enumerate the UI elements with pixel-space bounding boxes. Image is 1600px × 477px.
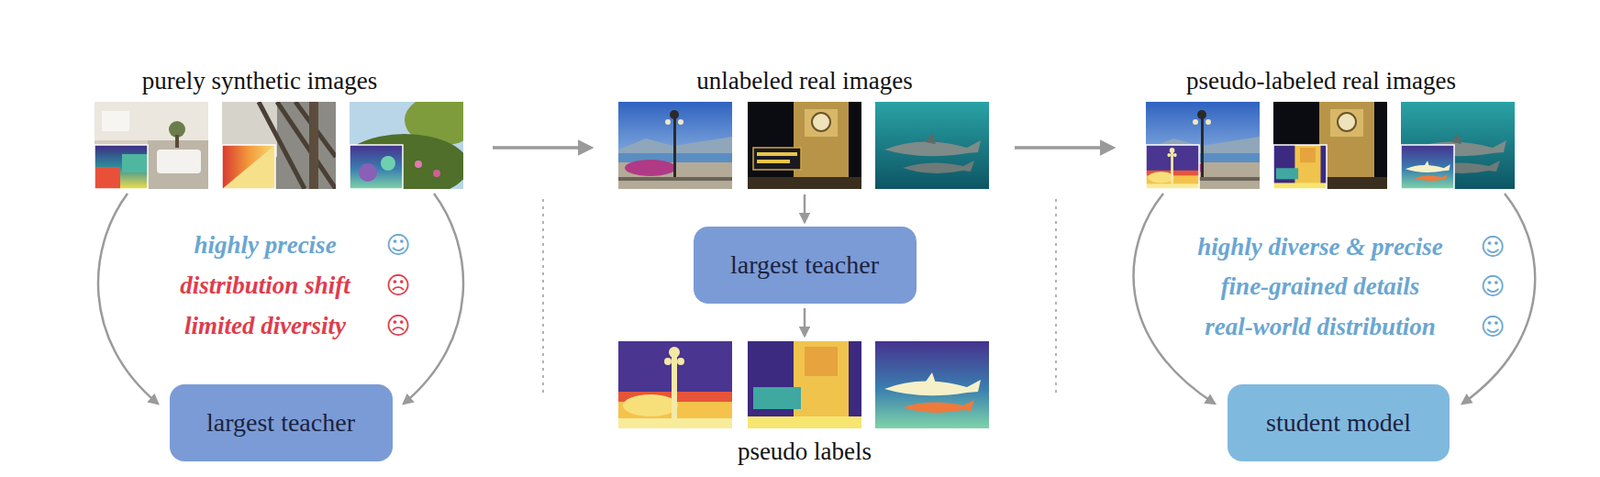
panel-title: unlabeled real images [696,66,912,96]
frown-icon: ☹ [385,312,411,341]
model-box: largest teacher [169,384,393,462]
property-text: limited diversity [184,311,346,341]
flow-arrow [803,308,807,336]
real-image [618,101,733,189]
real-image [747,101,862,189]
pseudo-label-map [875,341,989,429]
model-box: largest teacher [693,226,917,304]
property-text: highly diverse & precise [1197,233,1444,262]
box-label: largest teacher [206,408,356,438]
property-text: real-world distribution [1204,312,1435,342]
model-box: student model [1227,384,1450,462]
training-arrow [1462,193,1535,404]
training-arrow [98,193,158,404]
map-caption: pseudo labels [737,437,872,467]
pseudo-label-map [618,341,733,429]
flow-arrow [1014,145,1113,150]
box-label: largest teacher [730,250,879,280]
pseudo-labeled-image [1145,101,1260,189]
panel-title: pseudo-labeled real images [1186,66,1456,96]
separator [542,199,545,393]
box-label: student model [1266,408,1412,438]
pseudo-labeled-image [1400,101,1515,189]
pseudo-label-map [747,341,862,429]
panel-title: purely synthetic images [142,66,378,96]
smiley-icon: ☺ [1479,233,1505,262]
training-arrow [403,193,464,404]
real-image [875,101,989,189]
smiley-icon: ☺ [385,232,411,260]
property-text: fine-grained details [1221,272,1421,301]
synthetic-image [94,101,209,189]
pseudo-labeled-image [1273,101,1388,189]
synthetic-image [222,101,336,189]
separator [1055,199,1057,393]
smiley-icon: ☺ [1479,313,1505,342]
flow-arrow [803,194,807,223]
property-text: highly precise [193,231,336,260]
flow-arrow [492,145,591,150]
training-arrow [1133,193,1215,404]
property-text: distribution shift [179,271,350,300]
synthetic-image [340,94,478,199]
frown-icon: ☹ [385,272,411,300]
smiley-icon: ☺ [1479,273,1505,301]
